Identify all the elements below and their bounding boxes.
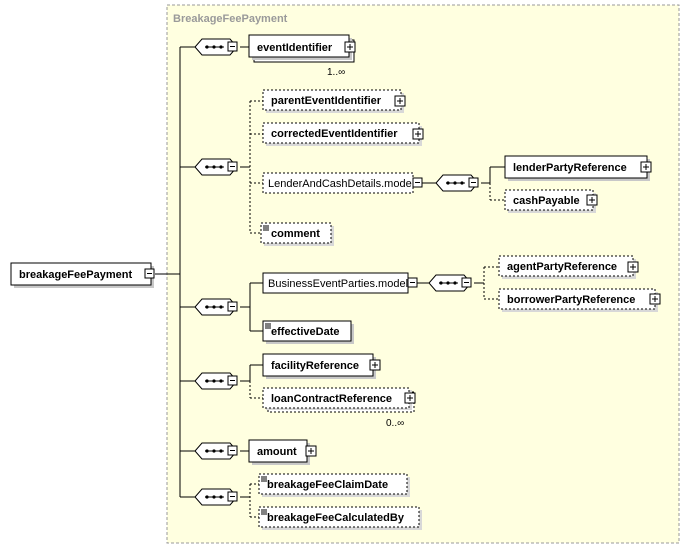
element-label: borrowerPartyReference — [507, 294, 635, 306]
simple-content-icon — [261, 476, 267, 482]
element-breakageFeePayment[interactable]: breakageFeePayment — [10, 262, 154, 288]
element-cashPayable[interactable]: cashPayable — [504, 189, 598, 213]
group-title: BreakageFeePayment — [173, 13, 288, 25]
element-label: breakageFeePayment — [19, 269, 132, 281]
sequence-compositor-3[interactable] — [194, 298, 238, 316]
element-label: agentPartyReference — [507, 261, 617, 273]
element-label: cashPayable — [513, 195, 580, 207]
element-correctedEventIdentifier[interactable]: correctedEventIdentifier — [262, 122, 424, 146]
element-eventIdentifier[interactable]: eventIdentifier — [248, 34, 356, 63]
sequence-compositor-lender[interactable] — [435, 174, 479, 192]
element-breakageFeeCalculatedBy[interactable]: breakageFeeCalculatedBy — [258, 506, 422, 530]
element-amount[interactable]: amount — [248, 439, 317, 465]
occurrence-label: 1..∞ — [327, 67, 345, 78]
group-label: BusinessEventParties.model — [268, 278, 408, 290]
element-label: lenderPartyReference — [513, 162, 627, 174]
element-breakageFeeClaimDate[interactable]: breakageFeeClaimDate — [258, 473, 410, 497]
group-BusinessEventParties-model[interactable]: BusinessEventParties.model — [262, 272, 418, 294]
element-label: eventIdentifier — [257, 42, 333, 54]
element-effectiveDate[interactable]: effectiveDate — [262, 320, 354, 344]
element-label: facilityReference — [271, 360, 359, 372]
simple-content-icon — [261, 509, 267, 515]
element-label: comment — [271, 228, 320, 240]
group-label: LenderAndCashDetails.model — [268, 178, 414, 190]
collapse-toggle-icon[interactable] — [144, 268, 155, 279]
element-label: breakageFeeCalculatedBy — [267, 512, 405, 524]
element-agentPartyReference[interactable]: agentPartyReference — [498, 255, 639, 279]
simple-content-icon — [263, 225, 269, 231]
sequence-compositor-business[interactable] — [428, 274, 472, 292]
element-label: parentEventIdentifier — [271, 95, 382, 107]
element-label: breakageFeeClaimDate — [267, 479, 388, 491]
element-parentEventIdentifier[interactable]: parentEventIdentifier — [262, 89, 406, 113]
element-label: loanContractReference — [271, 393, 392, 405]
element-label: effectiveDate — [271, 326, 339, 338]
occurrence-label: 0..∞ — [386, 418, 404, 429]
sequence-compositor-6[interactable] — [194, 488, 238, 506]
element-label: amount — [257, 446, 297, 458]
sequence-compositor-4[interactable] — [194, 372, 238, 390]
element-loanContractReference[interactable]: loanContractReference — [262, 387, 416, 413]
element-borrowerPartyReference[interactable]: borrowerPartyReference — [498, 288, 661, 312]
group-LenderAndCashDetails-model[interactable]: LenderAndCashDetails.model — [262, 172, 423, 194]
simple-content-icon — [265, 323, 271, 329]
element-label: correctedEventIdentifier — [271, 128, 398, 140]
element-comment[interactable]: comment — [260, 222, 334, 246]
sequence-compositor-1[interactable] — [194, 38, 238, 56]
sequence-compositor-2[interactable] — [194, 158, 238, 176]
element-facilityReference[interactable]: facilityReference — [262, 353, 381, 379]
element-lenderPartyReference[interactable]: lenderPartyReference — [504, 155, 652, 181]
sequence-compositor-5[interactable] — [194, 442, 238, 460]
